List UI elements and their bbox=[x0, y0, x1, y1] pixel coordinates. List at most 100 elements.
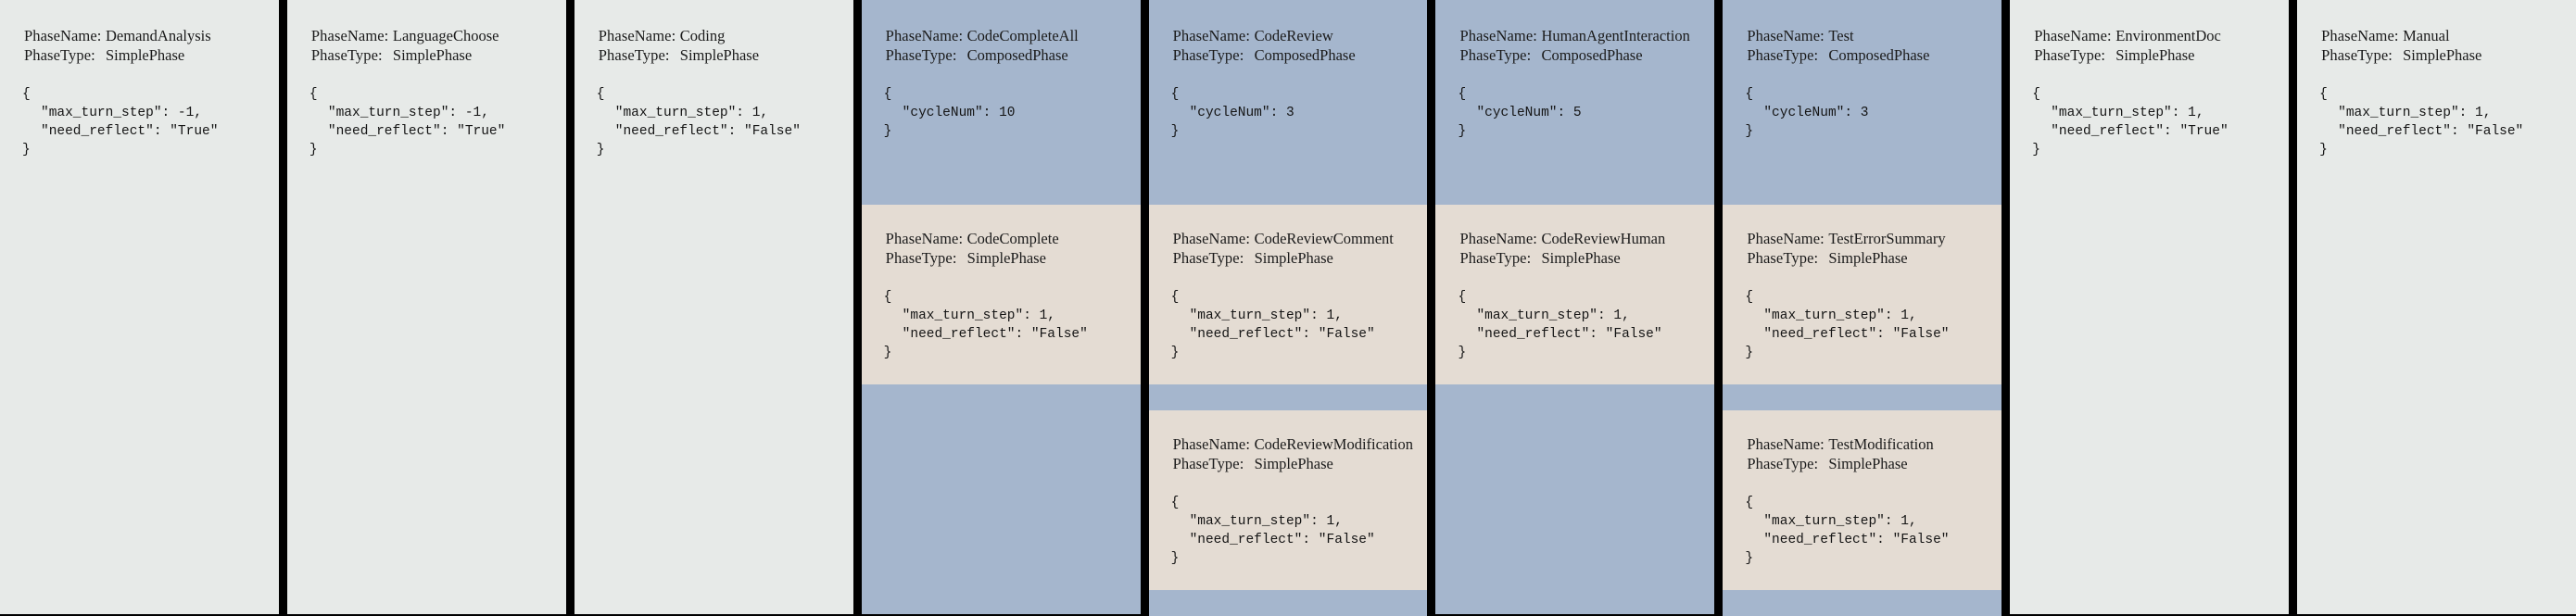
phase-type-value: ComposedPhase bbox=[1828, 46, 1930, 64]
json-brace-open: { bbox=[1170, 290, 1180, 305]
subphase-separator bbox=[1148, 590, 1428, 616]
json-config-line: "max_turn_step": 1, bbox=[1476, 308, 1630, 323]
phase-name-value: EnvironmentDoc bbox=[2115, 27, 2221, 44]
phase-type-label: PhaseType: bbox=[24, 46, 95, 64]
phase-name-row: PhaseName:Manual bbox=[2321, 26, 2576, 45]
phase-name-value: CodeReviewHuman bbox=[1541, 230, 1666, 247]
phase-name-label: PhaseName: bbox=[598, 27, 676, 44]
phase-config-json: {"max_turn_step": 1,"need_reflect": "Fal… bbox=[1458, 288, 1714, 362]
phase-type-row: PhaseType:ComposedPhase bbox=[1747, 45, 2001, 65]
phase-name-label: PhaseName: bbox=[885, 27, 964, 44]
phase-name-row: PhaseName:EnvironmentDoc bbox=[2034, 26, 2289, 45]
json-brace-open: { bbox=[883, 87, 892, 102]
phase-type-label: PhaseType: bbox=[1172, 249, 1244, 267]
phase-type-value: ComposedPhase bbox=[1541, 46, 1643, 64]
phase-config-json: {"max_turn_step": 1,"need_reflect": "Fal… bbox=[884, 288, 1141, 362]
phase-config-json: {"max_turn_step": 1,"need_reflect": "Fal… bbox=[2319, 85, 2576, 159]
phase-name-value: Test bbox=[1828, 27, 1854, 44]
phase-type-label: PhaseType: bbox=[310, 46, 383, 64]
phase-name-value: LanguageChoose bbox=[392, 27, 499, 44]
json-brace-close: } bbox=[883, 346, 892, 360]
phase-type-value: ComposedPhase bbox=[1254, 46, 1356, 64]
phase-type-value: SimplePhase bbox=[2403, 46, 2482, 64]
json-config-line: "cycleNum": 3 bbox=[1189, 106, 1294, 120]
json-brace-close: } bbox=[1745, 124, 1754, 139]
phase-name-label: PhaseName: bbox=[24, 27, 102, 44]
phase-type-value: SimplePhase bbox=[1541, 249, 1621, 267]
phase-type-row: PhaseType:SimplePhase bbox=[1747, 248, 2001, 268]
subphase-separator bbox=[1148, 384, 1428, 410]
json-brace-open: { bbox=[22, 87, 31, 102]
phase-config-json: {"cycleNum": 10} bbox=[884, 85, 1141, 141]
subphase-separator bbox=[861, 384, 1141, 410]
phase-name-row: PhaseName:CodeCompleteAll bbox=[886, 26, 1141, 45]
json-config-line: "max_turn_step": 1, bbox=[902, 308, 1055, 323]
json-brace-open: { bbox=[1745, 290, 1754, 305]
phase-config-json: {"cycleNum": 3} bbox=[1171, 85, 1428, 141]
subphase-separator bbox=[1723, 590, 2002, 616]
phase-type-value: SimplePhase bbox=[679, 46, 760, 64]
json-brace-open: { bbox=[1458, 87, 1467, 102]
phase-type-row: PhaseType: SimplePhase bbox=[311, 45, 566, 65]
phase-type-value: SimplePhase bbox=[1254, 455, 1333, 472]
phase-name-row: PhaseName:CodeReviewHuman bbox=[1459, 229, 1714, 248]
phase-name-value: Coding bbox=[679, 27, 726, 44]
composed-phase-filler bbox=[1435, 410, 1715, 614]
phase-type-value: SimplePhase bbox=[966, 249, 1046, 267]
phase-name-label: PhaseName: bbox=[1172, 230, 1251, 247]
json-brace-close: } bbox=[1170, 346, 1180, 360]
json-config-line: "max_turn_step": 1, bbox=[1763, 308, 1917, 323]
phase-config-json: {"max_turn_step": -1,"need_reflect": "Tr… bbox=[309, 85, 566, 159]
json-brace-open: { bbox=[2032, 87, 2040, 102]
json-config-line: "cycleNum": 3 bbox=[1763, 106, 1869, 120]
phase-name-label: PhaseName: bbox=[1459, 230, 1537, 247]
phase-name-value: CodeCompleteAll bbox=[966, 27, 1079, 44]
json-config-line: "max_turn_step": 1, bbox=[2338, 106, 2492, 120]
json-brace-close: } bbox=[1170, 124, 1180, 139]
phase-type-value: SimplePhase bbox=[392, 46, 473, 64]
json-brace-close: } bbox=[1458, 346, 1467, 360]
phase-name-row: PhaseName:Coding bbox=[599, 26, 853, 45]
json-config-line: "max_turn_step": 1, bbox=[614, 106, 769, 120]
json-config-line: "need_reflect": "False" bbox=[1476, 327, 1662, 342]
phase-type-row: PhaseType:SimplePhase bbox=[1747, 454, 2001, 473]
phase-name-value: DemandAnalysis bbox=[106, 27, 211, 44]
json-config-line: "need_reflect": "False" bbox=[1763, 533, 1950, 547]
json-config-line: "need_reflect": "False" bbox=[2338, 124, 2524, 139]
phase-type-value: SimplePhase bbox=[1828, 455, 1908, 472]
phase-name-row: PhaseName:TestErrorSummary bbox=[1747, 229, 2001, 248]
